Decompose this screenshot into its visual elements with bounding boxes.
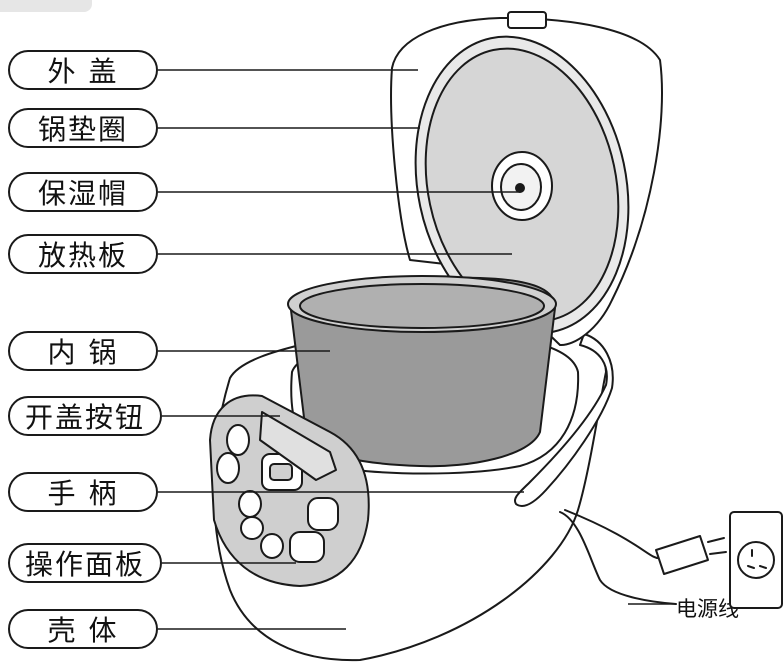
label-heat-plate: 放热板 <box>8 234 158 274</box>
panel-button <box>260 533 284 559</box>
label-moisture-cap: 保湿帽 <box>8 172 158 212</box>
label-power-cord: 电源线 <box>676 597 739 621</box>
handle-arm <box>514 333 614 508</box>
label-housing: 壳 体 <box>8 609 158 649</box>
panel-button <box>226 424 250 456</box>
power-cord-line <box>559 511 677 605</box>
panel-button <box>307 497 339 531</box>
label-inner-pot: 内 锅 <box>8 331 158 371</box>
leader-lines <box>158 69 676 630</box>
panel-button <box>240 516 264 540</box>
label-control-panel: 操作面板 <box>8 543 162 583</box>
label-handle: 手 柄 <box>8 472 158 512</box>
lid-clip <box>507 11 547 29</box>
lid-open-button <box>259 411 337 481</box>
panel-button <box>216 452 240 484</box>
label-lid-button: 开盖按钮 <box>8 396 162 436</box>
panel-button <box>289 531 325 563</box>
label-pot-gasket: 锅垫圈 <box>8 108 158 148</box>
label-outer-lid: 外 盖 <box>8 50 158 90</box>
panel-button <box>238 490 262 518</box>
corner-tab <box>0 0 92 12</box>
power-plug <box>655 535 709 575</box>
